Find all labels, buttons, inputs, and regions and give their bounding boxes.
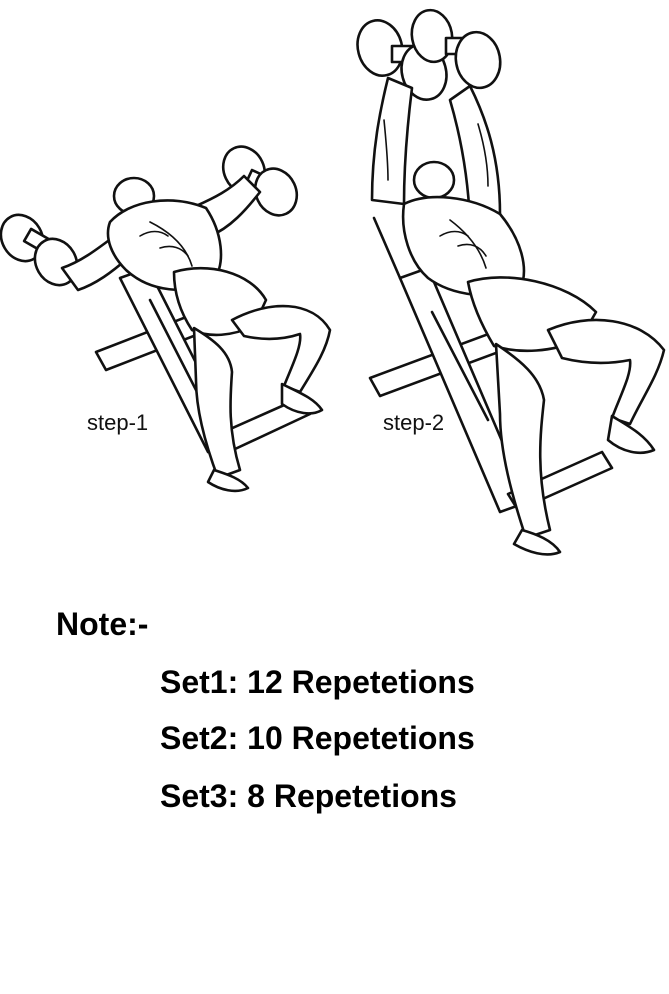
step2-body	[370, 76, 666, 556]
note-title: Note:-	[56, 606, 149, 642]
step2-dumbbell-left	[356, 19, 448, 101]
step2-figure	[356, 8, 666, 556]
step1-body	[60, 174, 332, 493]
step2-dumbbell-right	[410, 8, 502, 90]
set-line-1: Set1: 12 Repetetions	[160, 664, 475, 700]
step1-figure	[0, 145, 332, 493]
step1-label: step-1	[87, 410, 149, 435]
step1-dumbbell-right	[221, 145, 299, 217]
step2-label: step-2	[383, 410, 445, 435]
set-line-2: Set2: 10 Repetetions	[160, 720, 475, 756]
exercise-illustration	[0, 8, 666, 556]
set-line-3: Set3: 8 Repetetions	[160, 778, 457, 814]
